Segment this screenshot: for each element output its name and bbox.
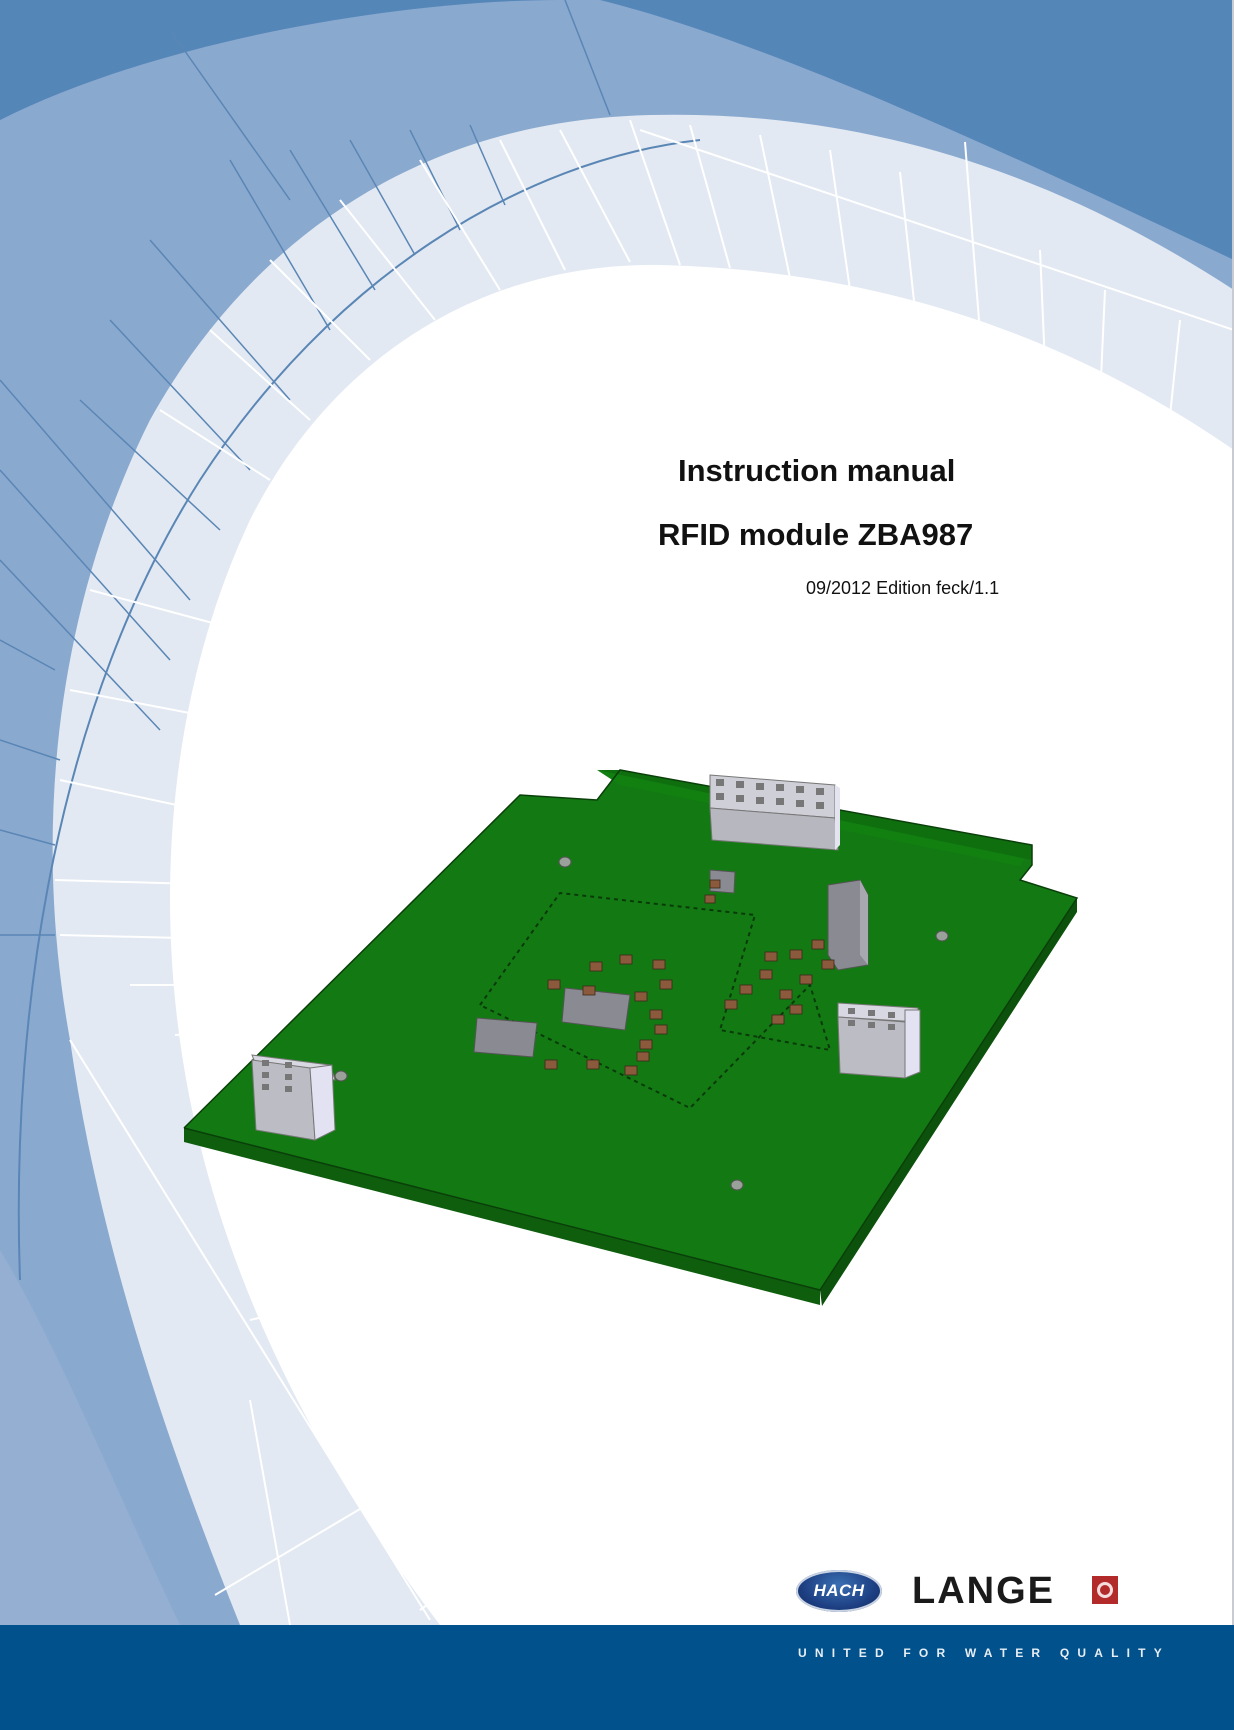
lange-target-icon [1092,1576,1118,1604]
page-edge [1232,0,1234,1625]
document-subtitle: RFID module ZBA987 [658,517,974,552]
brand-tagline: UNITED FOR WATER QUALITY [798,1646,1170,1660]
top-header-connector [709,774,840,851]
right-header-connector [837,1002,921,1079]
hach-logo-icon: HACH [796,1570,882,1612]
target-ring-icon [1097,1582,1113,1598]
left-header-connector [251,1054,336,1141]
hach-logo-text: HACH [813,1581,865,1600]
edition-label: 09/2012 Edition feck/1.1 [806,578,1000,598]
footer-band [0,1625,1234,1730]
document-title: Instruction manual [678,453,956,488]
hach-lange-logo: HACH LANGE [790,1568,1130,1618]
lange-logo-text: LANGE [912,1570,1055,1612]
